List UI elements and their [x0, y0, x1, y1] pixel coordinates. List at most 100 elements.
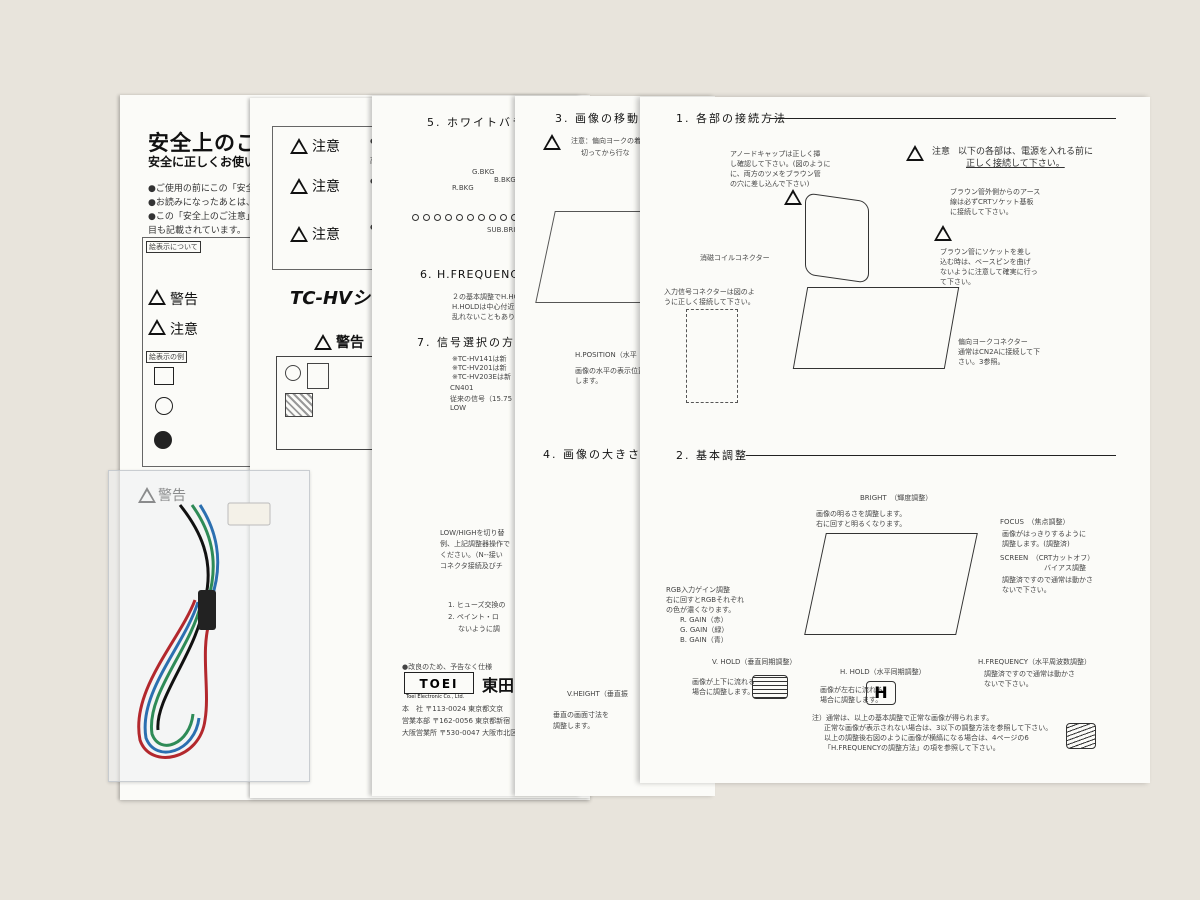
caution-row-icon	[290, 138, 308, 154]
warning-label: 警告	[170, 292, 198, 308]
fuse-text: 1. ヒューズ交換の	[448, 601, 506, 609]
office-line: 本 社 〒113-0024 東京都文京	[402, 705, 504, 713]
striped-screen-icon	[1066, 723, 1096, 749]
bright-text: 右に回すと明るくなります。	[816, 520, 907, 528]
focus-text: 画像がはっきりするように	[1002, 530, 1086, 538]
legend-head: 絵表示について	[146, 241, 201, 253]
note-line: 以上の調整後右図のように画像が横縞になる場合は、4ページの6	[824, 734, 1029, 742]
caution-label: 注意	[932, 147, 951, 157]
section-2-rule	[746, 455, 1116, 456]
low-high-text: LOW/HIGHを切り替	[440, 529, 505, 537]
note-line: 注）通常は、以上の基本調整で正常な画像が得られます。	[812, 714, 994, 722]
yoke-text: 偏向ヨークコネクター	[958, 338, 1028, 346]
cn-text: LOW	[450, 404, 467, 412]
anode-text: の穴に差し込んで下さい)	[730, 180, 810, 188]
screen-text: ないで下さい。	[1002, 586, 1051, 594]
rgb-text: の色が濃くなります。	[666, 606, 736, 614]
gain-label: G. GAIN（緑）	[680, 626, 729, 634]
vheight-text: 垂直の画面寸法を	[553, 711, 609, 719]
warning-icon	[148, 289, 166, 305]
note-line: 正常な画像が表示されない場合は、3以下の調整方法を参照して下さい。	[824, 724, 1053, 732]
socket-text: て下さい。	[940, 278, 975, 286]
safety-bullet: ●お読みになったあとは、い	[148, 198, 264, 208]
section-3-title: 3. 画像の移動	[555, 112, 640, 125]
office-line: 営業本部 〒162-0056 東京都新宿	[402, 717, 511, 725]
yoke-text: さい。3参照。	[958, 358, 1005, 366]
section-7-title: 7. 信号選択の方法	[417, 336, 528, 349]
hposition-label: H.POSITION（水平	[575, 351, 637, 359]
caution-row-label: 注意	[312, 179, 340, 195]
diagram-warning-icon	[314, 334, 332, 350]
earth-text: ブラウン管外側からのアース	[950, 188, 1041, 196]
safety-bullet: ●ご使用の前にこの「安全上の	[148, 184, 273, 194]
vhold-text: 画像が上下に流れる	[692, 678, 755, 686]
vhold-screen-icon	[752, 675, 788, 699]
low-high-text: 例、上記調整器操作で	[440, 540, 510, 548]
caution-icon	[148, 319, 166, 335]
safety-subtitle: 安全に正しくお使いい	[148, 155, 269, 169]
focus-label: FOCUS （焦点調整）	[1000, 518, 1070, 526]
anode-text: し確認して下さい。(図のように	[730, 160, 831, 168]
hhold-text: 場合に調整します。	[820, 696, 883, 704]
earth-text: に接続して下さい。	[950, 208, 1013, 216]
caution-text: 以下の各部は、電源を入れる前に	[958, 147, 1094, 157]
screen-text: 調整済ですので通常は動かさ	[1002, 576, 1093, 584]
safety-title: 安全上のご	[148, 131, 258, 155]
input-connector-text: 入力信号コネクターは図のよ	[664, 288, 755, 296]
socket-text: ないように注意して確実に行っ	[940, 268, 1038, 276]
hfreq-text: 調整済ですので通常は動かさ	[984, 670, 1075, 678]
shock-warning-icon	[784, 189, 802, 205]
gain-label: R. GAIN（赤）	[680, 616, 728, 624]
example-head: 絵表示の例	[146, 351, 187, 363]
bright-label: BRIGHT （輝度調整）	[860, 494, 933, 502]
bright-text: 画像の明るさを調整します。	[816, 510, 907, 518]
screen-label: SCREEN （CRTカットオフ）	[1000, 554, 1095, 562]
pot-label: R.BKG	[452, 184, 474, 192]
caution-row-label: 注意	[312, 139, 340, 155]
main-instructions-sheet: 1. 各部の接続方法 注意 以下の各部は、電源を入れる前に 正しく接続して下さい…	[640, 97, 1150, 783]
pot-row	[412, 206, 522, 225]
hhold-text: 画像が左右に流れる	[820, 686, 883, 694]
company-jp: 東田	[482, 676, 515, 695]
section-6-text: H.HOLDは中心付近	[452, 303, 515, 311]
low-high-text: コネクタ接続及びチ	[440, 562, 503, 570]
rgb-text: 右に回すとRGBそれぞれ	[666, 596, 745, 604]
pot-label: B.BKG	[494, 176, 516, 184]
chassis-drawing	[792, 287, 960, 369]
section-4-title: 4. 画像の大きさ	[543, 448, 641, 461]
fuse-text: ないように調	[458, 625, 500, 633]
earth-text: 線は必ずCRTソケット基板	[950, 198, 1034, 206]
socket-warning-icon	[934, 225, 952, 241]
caution-icon	[906, 145, 924, 161]
vhold-text: 場合に調整します。	[692, 688, 755, 696]
model-item: ※TC-HV203Eは新	[452, 373, 511, 381]
footer-note: ●改良のため、予告なく仕様	[402, 663, 493, 671]
caution-row-icon	[290, 226, 308, 242]
company-sub: Toei Electronic Co., Ltd.	[406, 694, 465, 700]
company-logo-text: TOEI	[419, 677, 459, 691]
socket-text: 込む時は、ベースピンを曲げ	[940, 258, 1031, 266]
low-high-text: ください。（N--接い	[440, 551, 503, 559]
vhold-label: V. HOLD（垂直同期調整）	[712, 658, 797, 666]
cn-text: 従来の信号（15.75	[450, 395, 513, 403]
fuse-text: 2. ペイント・ロ	[448, 613, 499, 621]
pot-label: SUB.BRIGH	[487, 226, 527, 234]
yoke-text: 通常はCN2Aに接続して下	[958, 348, 1041, 356]
gain-label: B. GAIN（青）	[680, 636, 728, 644]
caution-label: 注意	[170, 322, 198, 338]
company-logo: TOEI	[404, 672, 474, 694]
office-line: 大阪営業所 〒530-0047 大阪市北区西	[402, 729, 525, 737]
screen-sub: バイアス調整	[1044, 564, 1086, 572]
safety-bullet: 目も記載されています。	[148, 226, 246, 236]
caution-text: 正しく接続して下さい。	[966, 159, 1065, 169]
rgb-head: RGB入力ゲイン調整	[666, 586, 730, 594]
socket-text: ブラウン管にソケットを差し	[940, 248, 1031, 256]
diagram-warning-label: 警告	[336, 335, 364, 351]
prohibited-icon	[155, 397, 173, 415]
note-text: 注意：偏向ヨークの着	[571, 137, 641, 145]
section-6-title: 6. H.FREQUENCY	[420, 268, 527, 281]
hhold-label: H. HOLD（水平同期調整）	[840, 668, 926, 676]
vheight-text: 調整します。	[553, 722, 595, 730]
hfreq-text: ないで下さい。	[984, 680, 1033, 688]
model-item: ※TC-HV141は新	[452, 355, 507, 363]
